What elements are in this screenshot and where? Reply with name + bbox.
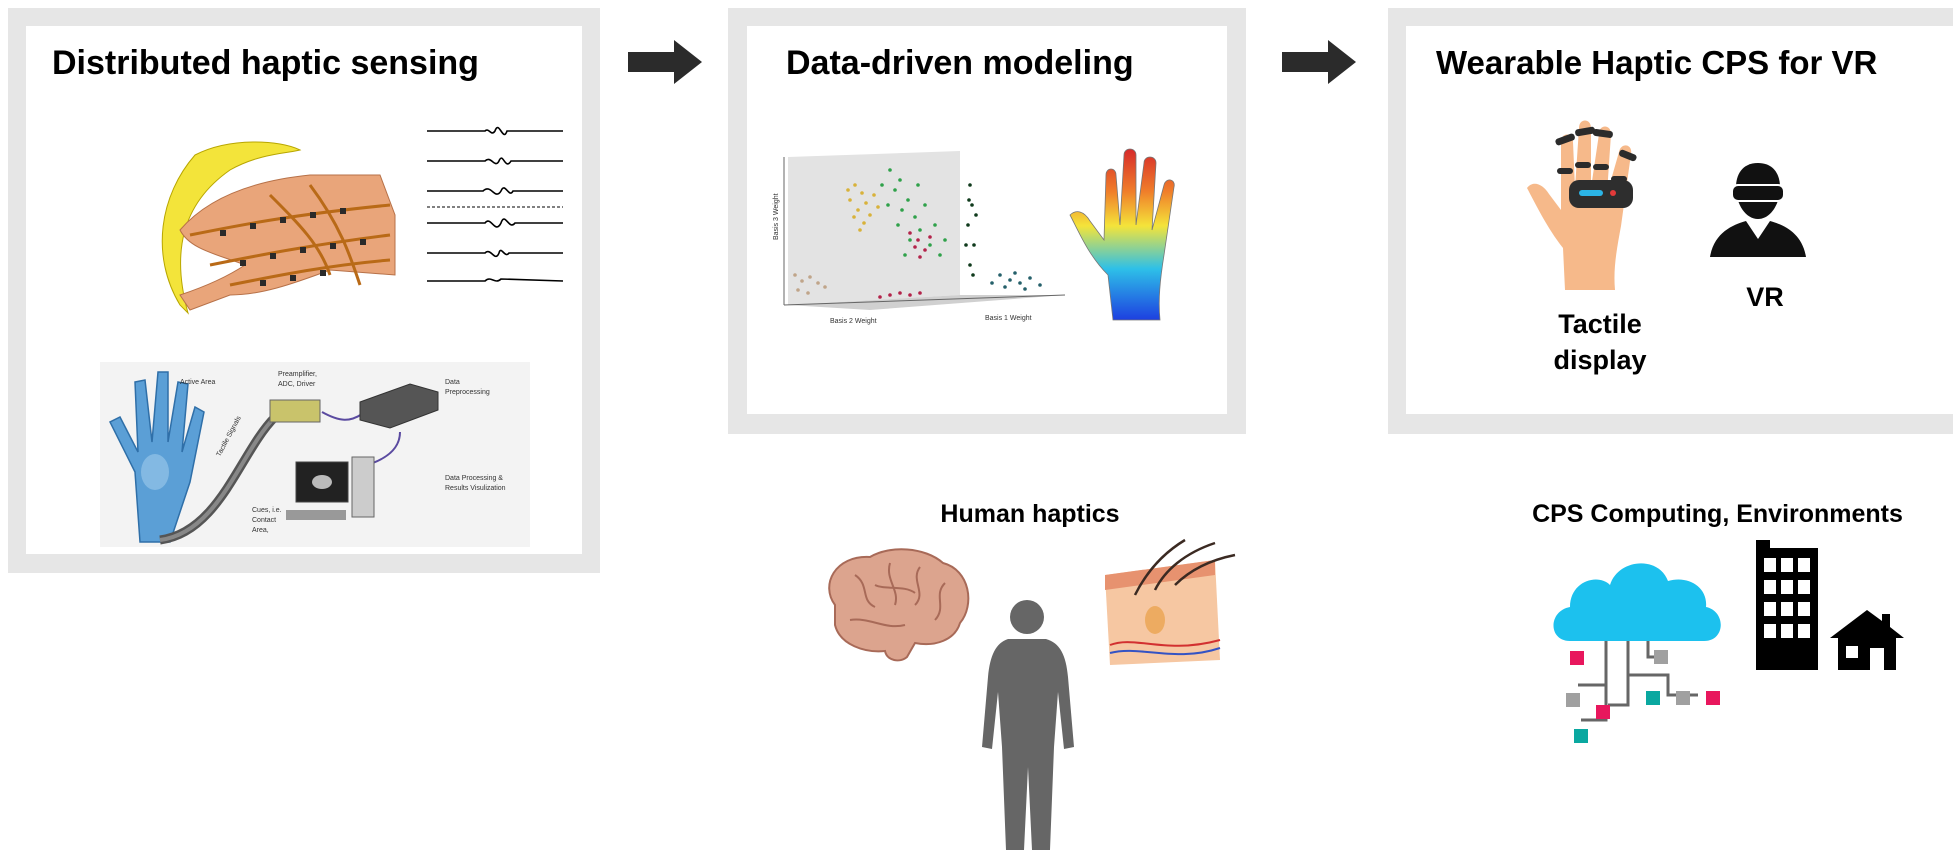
label-preamp: Preamplifier, [278,371,317,378]
plot-back-plane [788,151,960,305]
office-building-icon [1756,540,1818,670]
monitor [295,461,349,503]
pressure-heatmap-hand [1069,148,1175,321]
cluster-green [880,168,947,257]
data-flow-arrow-1 [321,411,363,421]
tactile-display-hand-icon [1527,120,1637,290]
cluster-tan [793,273,827,295]
pc-tower [351,456,375,518]
tactile-waveforms [427,126,564,282]
label-vr: VR [1746,282,1784,312]
waveform-6 [427,278,564,282]
house-icon [1830,610,1904,670]
skin-cross-section-icon [1105,538,1236,665]
label-preprocessing: Preprocessing [445,389,490,396]
cluster-crimson [878,231,932,299]
waveform-2 [427,157,563,165]
keyboard [286,510,346,520]
plot-floor-plane [788,295,1065,310]
node-gray [1654,650,1668,664]
label-cues-1: Cues, i.e. [252,507,282,514]
glove-system-diagram: Active Area Tactile Signals Preamplifier… [100,362,530,547]
panel-wearable-haptic-cps-inner [1406,26,1953,414]
preprocess-box [359,383,439,429]
plot-ylabel: Basis 3 Weight [773,193,780,240]
hand-banana-illustration [161,141,396,315]
panel-title-sensing: Distributed haptic sensing [52,44,479,82]
label-cues-3: Area, [252,527,269,534]
label-active-area: Active Area [180,379,216,386]
scatter-3d-plot: Basis 2 Weight Basis 1 Weight Basis 3 We… [773,151,1066,325]
panel-title-modeling: Data-driven modeling [786,44,1134,82]
plot-xlabel-1: Basis 2 Weight [830,318,877,325]
node-gray [1566,693,1580,707]
cloud-network-icon [1553,563,1721,743]
waveform-1 [427,126,563,136]
cloud-shape [1553,563,1721,641]
plot-xlabel-2: Basis 1 Weight [985,315,1032,322]
node-teal [1574,729,1588,743]
brain-icon [828,548,970,662]
sensor-wires [189,184,391,287]
node-pink [1570,651,1584,665]
caption-cps-computing: CPS Computing, Environments [1532,500,1903,528]
label-processing: Data Processing & [445,475,503,482]
banana-shape [161,141,302,315]
human-silhouette-icon [982,600,1074,850]
preamp-board [269,399,321,423]
caption-human-haptics: Human haptics [940,500,1120,528]
waveform-5 [427,249,563,258]
fingertip-actuators [1555,126,1637,182]
node-pink [1706,691,1720,705]
label-tactile-line-1: Tactile [1558,309,1642,339]
flow-arrow-2 [1282,40,1356,84]
flow-arrow-1 [628,40,702,84]
label-adc: ADC, Driver [278,381,316,388]
node-pink [1596,705,1610,719]
vr-headset [1731,184,1785,202]
label-tactile-display: Tactile display [1540,306,1660,378]
cluster-teal [990,271,1042,291]
label-data: Data [445,379,460,386]
label-visualization: Results Visulization [445,485,506,492]
node-gray [1676,691,1690,705]
panel-title-wearable: Wearable Haptic CPS for VR [1436,44,1878,81]
cluster-dark-green [964,183,978,277]
label-cues-2: Contact [252,517,276,524]
node-teal [1646,691,1660,705]
vr-user-icon [1710,163,1806,257]
label-tactile-line-2: display [1553,345,1647,375]
sensor-nodes [220,208,366,286]
cluster-yellow [846,183,880,232]
waveform-3 [427,187,563,195]
waveform-4 [427,218,563,228]
